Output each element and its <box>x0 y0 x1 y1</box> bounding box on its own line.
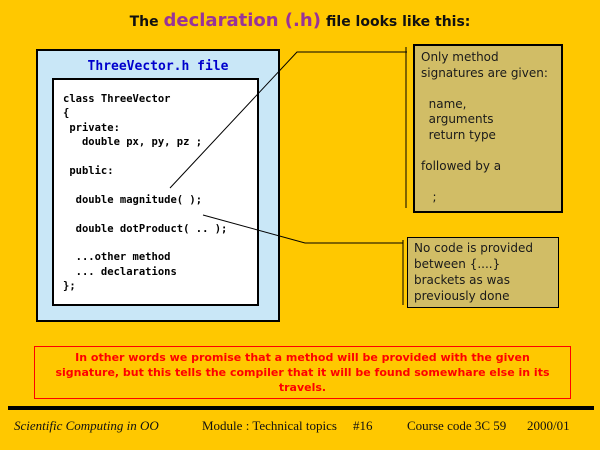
footer-module: Module : Technical topics <box>202 418 337 433</box>
title-suffix: file looks like this: <box>326 14 471 30</box>
code-box: class ThreeVector { private: double px, … <box>52 78 259 306</box>
title-highlight: declaration (.h) <box>163 10 321 31</box>
footer-course-code: Course code 3C 59 <box>407 418 507 433</box>
cpp-class-code: class ThreeVector { private: double px, … <box>63 93 228 293</box>
header-file-panel: ThreeVector.h file class ThreeVector { p… <box>36 49 280 322</box>
slide-title: The declaration (.h) file looks like thi… <box>0 6 600 37</box>
note-no-code: No code is provided between {....} brack… <box>407 237 559 308</box>
header-file-title: ThreeVector.h file <box>87 59 229 74</box>
footer-slide-number: #16 <box>353 418 373 433</box>
footer-year: 2000/01 <box>527 418 570 433</box>
summary-box: In other words we promise that a method … <box>34 346 571 399</box>
footer-divider <box>8 406 594 410</box>
note-method-signatures: Only method signatures are given: name, … <box>413 44 563 213</box>
title-prefix: The <box>129 14 164 30</box>
footer-course-title: Scientific Computing in OO <box>14 418 159 433</box>
